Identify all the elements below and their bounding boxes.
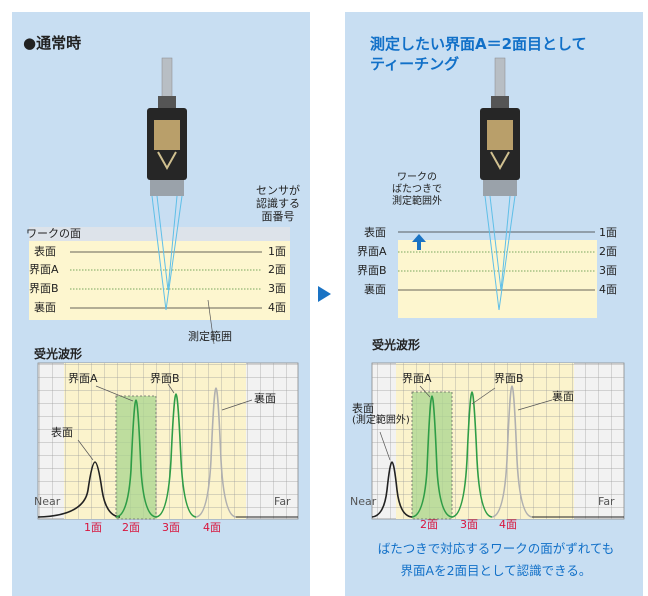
- bottom-face: 4面: [203, 521, 221, 534]
- face-number: 1面: [599, 226, 617, 239]
- bottom-face: 2面: [122, 521, 140, 534]
- bottom-face: 2面: [420, 518, 438, 531]
- face-number: 1面: [268, 245, 286, 258]
- conclusion-line: ばたつきで対応するワークの面がずれても: [377, 541, 615, 556]
- surface-label: 裏面: [34, 301, 56, 314]
- right-title-line: 測定したい界面A＝2面目として: [370, 35, 587, 53]
- up-arrow-icon: [412, 234, 426, 250]
- right-title-line: ティーチング: [370, 55, 460, 73]
- face-number: 4面: [268, 301, 286, 314]
- sensor-header: センサが 認識する 面番号: [252, 184, 304, 223]
- peak-label: 裏面: [254, 392, 276, 405]
- beam-left: [151, 195, 183, 311]
- bottom-face: 3面: [460, 518, 478, 531]
- peak-label: 裏面: [552, 390, 574, 403]
- outside-label-line: 表面: [352, 402, 374, 415]
- surface-label: 界面B: [29, 282, 59, 295]
- sensor-left: [147, 57, 187, 196]
- surface-label: 表面: [364, 226, 386, 239]
- waveform-grid-right: [371, 362, 625, 520]
- peak-label: 表面: [51, 426, 73, 439]
- waveform-title-left: 受光波形: [34, 347, 83, 361]
- far-label: Far: [598, 495, 615, 508]
- measure-range-right: [398, 240, 597, 318]
- right-title: 測定したい界面A＝2面目として ティーチング: [370, 34, 587, 74]
- work-surface-header: ワークの面: [26, 227, 81, 240]
- outside-label-line: (測定範囲外): [352, 415, 410, 426]
- flutter-note: ワークの ばたつきで 測定範囲外: [386, 172, 448, 208]
- surface-label: 界面A: [29, 263, 59, 276]
- sensor-header-line: 面番号: [261, 210, 295, 223]
- bottom-face: 1面: [84, 521, 102, 534]
- face-number: 2面: [599, 245, 617, 258]
- face-number: 3面: [599, 264, 617, 277]
- surface-label: 界面B: [357, 264, 387, 277]
- peaks-right: [371, 385, 624, 518]
- peaks-left: [37, 387, 298, 518]
- peak-label: 界面A: [402, 372, 432, 385]
- sensor-header-line: センサが: [256, 184, 300, 197]
- measure-range-label: 測定範囲: [188, 330, 232, 343]
- conclusion-line: 界面Aを2面目として認識できる。: [400, 563, 592, 578]
- left-title: ●通常時: [23, 34, 82, 52]
- far-label: Far: [274, 495, 291, 508]
- near-label: Near: [350, 495, 377, 508]
- peak-label: 界面A: [68, 372, 98, 385]
- face-number: 3面: [268, 282, 286, 295]
- sensor-header-line: 認識する: [256, 197, 300, 210]
- peak-label: 界面B: [494, 372, 524, 385]
- surface-label: 表面: [34, 245, 56, 258]
- bottom-face: 3面: [162, 521, 180, 534]
- near-label: Near: [34, 495, 61, 508]
- face-number: 4面: [599, 283, 617, 296]
- beam-right: [484, 195, 516, 311]
- arrow-right-icon: [318, 286, 331, 302]
- outside-label: 表面 (測定範囲外): [352, 402, 410, 427]
- surface-label: 裏面: [364, 283, 386, 296]
- flutter-note-line: ワークの: [397, 172, 437, 183]
- flutter-note-line: ばたつきで: [392, 184, 442, 195]
- face-number: 2面: [268, 263, 286, 276]
- bottom-face: 4面: [499, 518, 517, 531]
- flutter-note-line: 測定範囲外: [392, 196, 442, 207]
- conclusion-text: ばたつきで対応するワークの面がずれても 界面Aを2面目として認識できる。: [352, 538, 640, 582]
- peak-label: 界面B: [150, 372, 180, 385]
- surface-label: 界面A: [357, 245, 387, 258]
- measure-range-left: [29, 227, 290, 320]
- sensor-right: [480, 57, 520, 196]
- waveform-title-right: 受光波形: [372, 338, 421, 352]
